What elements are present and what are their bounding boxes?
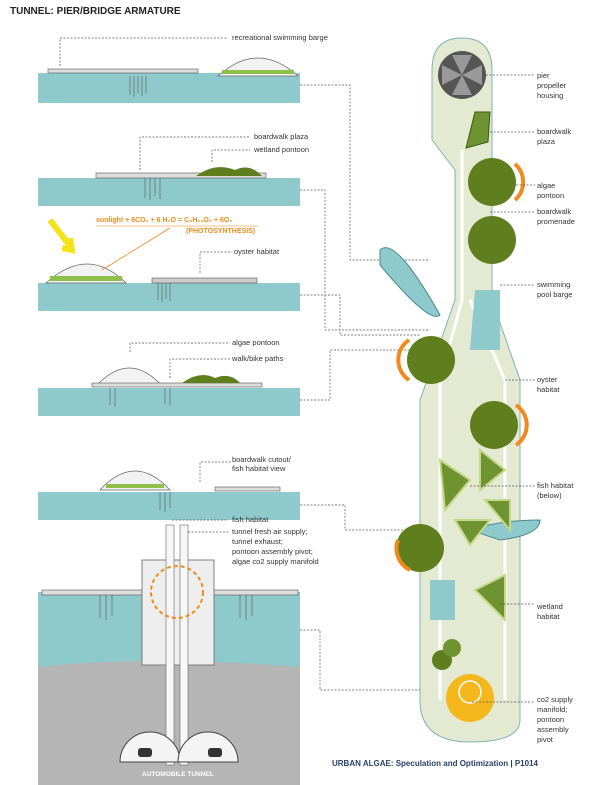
oyster-pontoon [151, 277, 258, 284]
water [38, 178, 300, 206]
label: habitat [537, 385, 560, 394]
roots [159, 492, 171, 512]
tunnel-tube [119, 731, 181, 763]
pivot-housing [141, 559, 215, 666]
label: tunnel exhaust; [232, 537, 283, 546]
equation: sunlight + 6CO₂ + 6 H₂O = C₆H₁₂O₆ + 6O₂ [96, 217, 232, 224]
label: (below) [537, 491, 562, 500]
label: algae pontoon [232, 338, 280, 347]
label: swimming [537, 280, 570, 289]
label: fish habitat [232, 515, 269, 524]
boardwalk [91, 382, 263, 388]
section-boardwalk-plaza: boardwalk plaza wetland pontoon [38, 132, 309, 206]
algae-pontoon [407, 336, 455, 384]
label: boardwalk cutout/ [232, 455, 292, 464]
label: fish habitat view [232, 464, 286, 473]
label: tunnel fresh air supply; [232, 527, 307, 536]
co2-manifold [446, 674, 494, 722]
algae [222, 70, 294, 74]
label: plaza [537, 137, 556, 146]
label: promenade [537, 217, 575, 226]
boardwalk [47, 68, 199, 74]
fish-habitat-triangles [438, 447, 511, 547]
wetland-pool [430, 580, 455, 620]
sunlight-arrow-icon [47, 218, 76, 254]
label: propeller [537, 81, 567, 90]
label: housing [537, 91, 563, 100]
wetland [182, 374, 240, 383]
exhaust-shaft [179, 524, 189, 766]
diagram-title: TUNNEL: PIER/BRIDGE ARMATURE [10, 6, 181, 17]
tunnel-tube [177, 731, 239, 763]
equation-pointer [101, 227, 171, 271]
pier-plan [379, 37, 541, 743]
label: oyster [537, 375, 558, 384]
boardwalk [95, 172, 267, 179]
pier-outline [419, 37, 521, 743]
label: boardwalk [537, 207, 571, 216]
label: pier [537, 71, 550, 80]
air-shaft [165, 524, 175, 766]
label: pool barge [537, 290, 572, 299]
label: algae co2 supply manifold [232, 557, 319, 566]
algae-pontoon [396, 524, 444, 572]
pivot-highlight [150, 565, 204, 619]
roots [144, 178, 161, 200]
label: fish habitat [537, 481, 574, 490]
water [38, 283, 300, 311]
roots [157, 283, 171, 302]
footer: URBAN ALGAE: Speculation and Optimizatio… [332, 759, 539, 768]
label: recreational swimming barge [232, 33, 328, 42]
water [38, 388, 300, 416]
label: manifold; [537, 705, 567, 714]
algae-pontoon [468, 158, 516, 206]
label: pontoon [537, 191, 564, 200]
label: habitat [537, 612, 560, 621]
roots [109, 388, 171, 407]
label: pontoon assembly pivot; [232, 547, 313, 556]
pivot-arc [394, 162, 529, 572]
label: pivot [537, 735, 554, 744]
roots [129, 76, 147, 97]
propeller-icon [442, 55, 482, 95]
car-icon [208, 748, 222, 757]
section-algae-pontoon: algae pontoon walk/bike paths [38, 338, 300, 416]
fish-habitat-paddle [468, 519, 541, 541]
plaza [465, 111, 491, 149]
wetland [196, 167, 262, 176]
roots [99, 595, 253, 620]
water [38, 73, 300, 103]
car-icon [138, 748, 152, 757]
label: pontoon [537, 715, 564, 724]
section-swimming-barge: recreational swimming barge [38, 33, 328, 103]
label: co2 supply [537, 695, 573, 704]
section-photosynthesis: sunlight + 6CO₂ + 6 H₂O = C₆H₁₂O₆ + 6O₂ … [38, 217, 300, 311]
algae-pontoon [468, 216, 516, 264]
swimming-pool [470, 290, 500, 350]
algae-pontoon [470, 401, 518, 449]
label: wetland pontoon [253, 145, 309, 154]
boardwalk-cutout [214, 486, 281, 492]
plan-labels: pier propeller housing boardwalk plaza a… [470, 71, 575, 744]
label: algae [537, 181, 555, 190]
label: wetland [536, 602, 563, 611]
section-tunnel: AUTOMOBILE TUNNEL tunnel fresh air suppl… [38, 524, 319, 785]
tunnel-label: AUTOMOBILE TUNNEL [142, 771, 214, 778]
section-fish-habitat: boardwalk cutout/ fish habitat view fish… [38, 455, 300, 524]
label: oyster habitat [234, 247, 280, 256]
label: boardwalk plaza [254, 132, 309, 141]
label: boardwalk [537, 127, 571, 136]
wetland-habitat [473, 573, 506, 623]
tree [443, 639, 461, 657]
label: assembly [537, 725, 569, 734]
algae [50, 276, 122, 281]
co2-manifold-center [458, 680, 482, 704]
pool-barge-paddle [379, 247, 441, 317]
label: walk/bike paths [231, 354, 284, 363]
connector-lines [300, 84, 440, 691]
water [38, 492, 300, 520]
algae [106, 484, 164, 488]
equation-note: (PHOTOSYNTHESIS) [186, 228, 255, 235]
